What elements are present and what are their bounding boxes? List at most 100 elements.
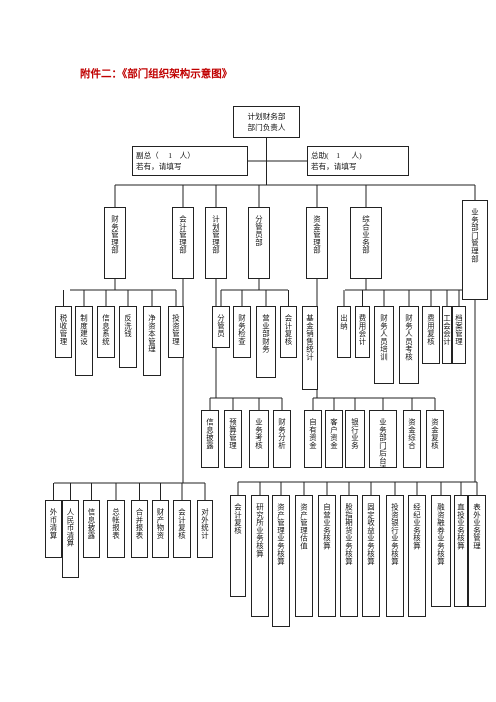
function-box-label: 营业部财务 xyxy=(261,314,271,353)
deputy-box: 副总（ 1 人） 若有，请填写 xyxy=(132,146,248,176)
department-box-label: 资金管理部 xyxy=(312,215,322,254)
function-box-label: 业务部门后台清算 xyxy=(378,418,388,468)
function-box: 税收管理 xyxy=(55,306,72,358)
function-box: 基金销售统计 xyxy=(302,306,318,390)
function-box: 工会会计 xyxy=(442,306,452,364)
department-box-label: 综合业务部 xyxy=(361,215,371,254)
function-box: 固定收益业务核算 xyxy=(362,495,380,617)
function-box-label: 信息披露 xyxy=(205,418,215,450)
function-box-label: 外币清算 xyxy=(49,508,58,540)
function-box-label: 资金综合 xyxy=(407,418,417,450)
function-box: 自营业务核算 xyxy=(318,495,336,617)
function-box-label: 会计复核 xyxy=(284,314,293,346)
department-box: 财务管理部 xyxy=(104,207,126,279)
deputy-box-line: 若有，请填写 xyxy=(136,162,182,171)
deputy-box-line: 若有，请填写 xyxy=(311,162,357,171)
function-box: 业务部门后台清算 xyxy=(369,410,397,468)
function-box-label: 会计复核 xyxy=(177,508,187,540)
function-box: 财产物资 xyxy=(152,500,169,558)
function-box: 反洗钱 xyxy=(119,306,137,368)
function-box-label: 股指期货业务核算 xyxy=(344,503,354,566)
head-box-line: 计划财务部 xyxy=(247,112,286,121)
deputy-box-line: 副总（ 1 人） xyxy=(136,151,195,160)
function-box-label: 资产管理业务核算 xyxy=(276,503,286,566)
department-box-label: 业务部门管理部 xyxy=(470,208,480,263)
department-box: 计划管理部 xyxy=(205,207,227,279)
deputy-box-line: 总助( 1 人) xyxy=(311,151,362,160)
function-box: 外币清算 xyxy=(45,500,62,558)
function-box: 财务人员考核 xyxy=(399,306,419,384)
function-box: 费用复核 xyxy=(422,306,440,364)
function-box-label: 财务分析 xyxy=(277,418,287,450)
function-box-label: 自有资金 xyxy=(308,418,318,450)
function-box: 合并报表 xyxy=(131,500,148,558)
department-box: 会计管理部 xyxy=(172,207,194,279)
function-box: 总帐报表 xyxy=(107,500,125,558)
department-box: 分管员部 xyxy=(248,207,270,279)
function-box-label: 工会会计 xyxy=(442,314,452,346)
function-box: 直投业务核算 xyxy=(454,495,468,607)
function-box-label: 费用会计 xyxy=(358,314,367,346)
function-box-label: 信息系统 xyxy=(101,314,111,346)
function-box-label: 客户资金 xyxy=(329,418,339,450)
function-box: 净资本管理 xyxy=(143,306,161,376)
function-box-label: 银行业务 xyxy=(350,418,360,450)
function-box-label: 财产物资 xyxy=(156,508,165,540)
function-box: 会计复核 xyxy=(280,306,297,358)
function-box: 资产管理估值 xyxy=(295,495,313,617)
function-box-label: 对外统计 xyxy=(200,508,210,540)
function-box-label: 研究所业务核算 xyxy=(255,503,265,558)
function-box-label: 净资本管理 xyxy=(147,314,157,353)
function-box-label: 基金销售统计 xyxy=(305,314,315,361)
function-box: 分管员 xyxy=(212,306,230,348)
function-box-label: 费用复核 xyxy=(426,314,436,346)
function-box: 档案管理 xyxy=(452,306,466,364)
function-box-label: 资金复核 xyxy=(430,418,440,450)
function-box-label: 信息披露 xyxy=(87,508,96,540)
function-box-label: 资产管理估值 xyxy=(299,503,309,550)
function-box: 出纳 xyxy=(337,306,351,358)
function-box: 财务人员培训 xyxy=(374,306,394,384)
function-box-label: 业务考核 xyxy=(254,418,264,450)
function-box: 资金复核 xyxy=(426,410,444,468)
function-box: 费用会计 xyxy=(355,306,370,358)
function-box-label: 固定收益业务核算 xyxy=(366,503,376,566)
function-box: 会计复核 xyxy=(230,495,246,597)
department-box-label: 分管员部 xyxy=(254,215,264,247)
function-box: 股指期货业务核算 xyxy=(340,495,358,617)
function-box: 业务考核 xyxy=(249,410,269,468)
function-box: 自有资金 xyxy=(304,410,322,468)
function-box: 研究所业务核算 xyxy=(251,495,269,617)
function-box: 信息披露 xyxy=(83,500,100,558)
function-box-label: 税收管理 xyxy=(59,314,68,346)
function-box-label: 直投业务核算 xyxy=(456,503,466,550)
department-box-label: 计划管理部 xyxy=(211,215,221,254)
head-box-line: 部门负责人 xyxy=(247,123,286,132)
function-box: 客户资金 xyxy=(325,410,343,468)
function-box: 信息披露 xyxy=(201,410,219,468)
function-box: 预算管理 xyxy=(224,410,242,468)
page-title: 附件二：《部门组织架构示意图》 xyxy=(80,68,233,80)
function-box: 信息系统 xyxy=(97,306,115,358)
function-box: 制度建设 xyxy=(75,306,93,376)
function-box: 融资融券业务核算 xyxy=(431,495,451,607)
function-box-label: 预算管理 xyxy=(228,418,238,450)
department-box: 综合业务部 xyxy=(350,207,382,279)
function-box-label: 档案管理 xyxy=(454,314,464,346)
function-box-label: 经纪业务核算 xyxy=(412,503,422,550)
function-box-label: 自营业务核算 xyxy=(322,503,332,550)
function-box: 银行业务 xyxy=(345,410,365,468)
function-box-label: 财务人员培训 xyxy=(379,314,389,361)
head-box: 计划财务部部门负责人 xyxy=(233,106,300,138)
function-box-label: 合并报表 xyxy=(135,508,144,540)
function-box-label: 制度建设 xyxy=(79,314,89,346)
function-box-label: 反洗钱 xyxy=(123,314,133,338)
function-box: 财务检查 xyxy=(233,306,251,358)
function-box-label: 投资管理 xyxy=(171,314,181,346)
function-box-label: 出纳 xyxy=(339,314,349,330)
function-box: 对外统计 xyxy=(197,500,213,558)
function-box: 经纪业务核算 xyxy=(408,495,426,617)
function-box-label: 表外业务管理 xyxy=(472,503,482,550)
function-box-label: 融资融券业务核算 xyxy=(436,503,446,566)
